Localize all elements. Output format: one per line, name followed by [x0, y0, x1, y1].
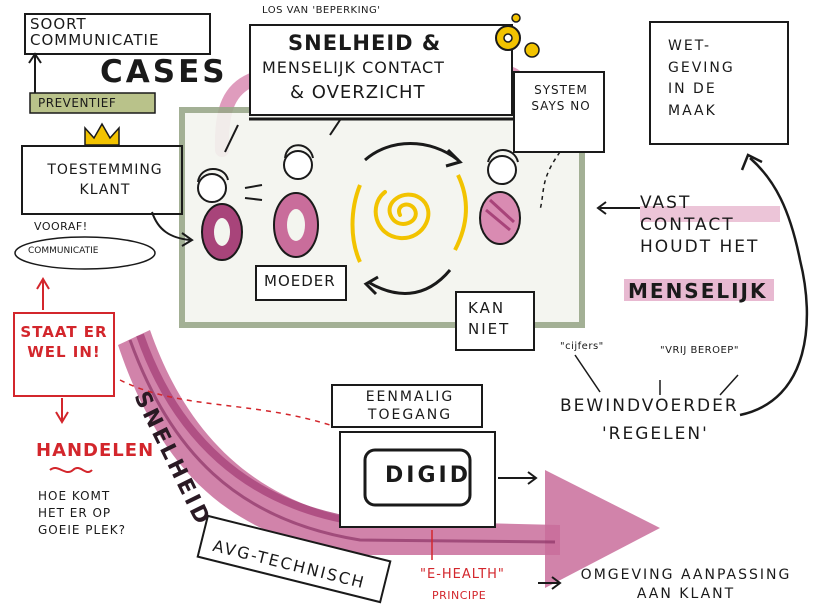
bewindvoerder-label: BEWINDVOERDER	[560, 396, 739, 416]
menselijk-label: MENSELIJK	[628, 279, 768, 303]
snelheid-arrow	[118, 330, 660, 588]
staat-er-wel-in-box	[13, 312, 115, 397]
snelheid-title-label: SNELHEID &	[288, 31, 442, 55]
wetgeving-box	[649, 21, 789, 145]
overzicht-label: & OVERZICHT	[290, 82, 426, 103]
preventief-label: PREVENTIEF	[38, 96, 117, 110]
hoe-komt-label: HOE KOMT HET ER OP GOEIE PLEK?	[38, 489, 127, 537]
digid-label: DIGID	[385, 463, 471, 488]
cycle-arrows-icon	[350, 142, 468, 296]
title-box	[249, 24, 513, 116]
cijfers-label: "CIJFERS"	[560, 341, 604, 352]
person-left	[197, 168, 243, 261]
spiral-icon	[373, 190, 431, 241]
communicatie-ellipse	[14, 236, 156, 270]
e-health-label: "E-HEALTH"	[420, 567, 505, 582]
communicatie-label: COMMUNICATIE	[28, 246, 99, 256]
menselijk-contact-label: MENSELIJK CONTACT	[262, 58, 445, 77]
toestemming-klant-label: TOESTEMMING KLANT	[47, 162, 163, 199]
menselijk-highlight	[624, 279, 774, 301]
staat-er-wel-in-label: STAAT ER WEL IN!	[20, 323, 108, 362]
vrij-beroep-label: "VRIJ BEROEP"	[660, 345, 739, 356]
principe-label: PRINCIPE	[432, 589, 487, 602]
moeder-label: MOEDER	[264, 272, 336, 290]
gear-icon	[495, 13, 540, 58]
eenmalig-toegang-label: EENMALIG TOEGANG	[365, 389, 455, 424]
toestemming-box	[21, 145, 183, 215]
vast-contact-highlight	[640, 206, 780, 222]
moeder-box	[255, 265, 347, 301]
system-says-no-box	[513, 71, 605, 153]
regelen-label: 'REGELEN'	[602, 424, 709, 444]
wetgeving-label: WET-GEVING IN DE MAAK	[668, 38, 735, 120]
digid-inner-box	[363, 448, 472, 507]
preventief-highlight	[29, 92, 156, 114]
speech-lines-icon	[244, 184, 263, 201]
crown-icon	[84, 122, 120, 146]
kan-niet-label: KAN NIET	[468, 299, 511, 338]
cases-label: CASES	[100, 54, 228, 90]
handelen-label: HANDELEN	[36, 440, 155, 461]
soort-communicatie-label: SOORT COMMUNICATIE	[30, 15, 160, 49]
eenmalig-toegang-box	[331, 384, 483, 428]
person-right	[479, 149, 521, 245]
vast-contact-label: VAST CONTACT HOUDT HET	[640, 193, 760, 258]
soort-communicatie-box	[24, 13, 211, 55]
person-middle	[273, 144, 319, 258]
kan-niet-box	[455, 291, 535, 351]
vooraf-label: VOORAF!	[34, 220, 88, 233]
avg-technisch-box	[196, 514, 392, 604]
system-says-no-label: SYSTEM SAYS NO	[531, 83, 591, 114]
omgeving-label: OMGEVING AANPASSING AAN KLANT	[580, 567, 792, 602]
los-van-beperking-label: LOS VAN 'BEPERKING'	[262, 5, 381, 16]
